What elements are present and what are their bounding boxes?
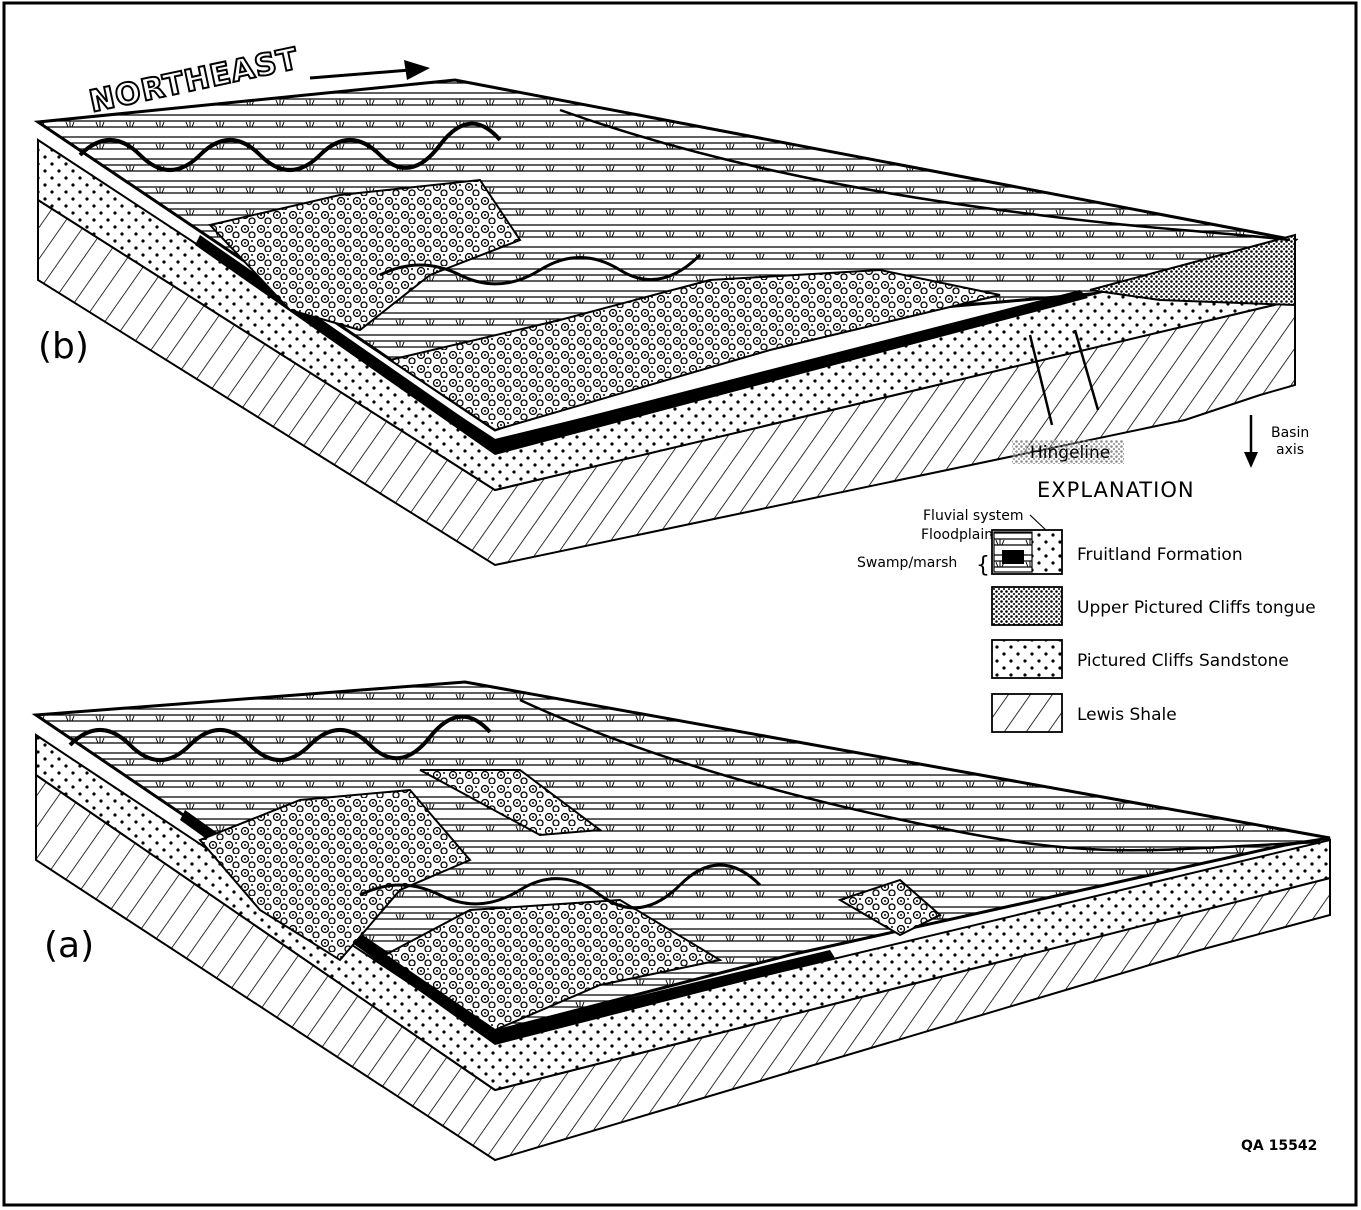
legend-item-lewis-shale: Lewis Shale bbox=[1077, 705, 1177, 725]
legend-swatch-pictured-cliffs bbox=[992, 640, 1062, 678]
legend-title: EXPLANATION bbox=[1037, 478, 1195, 502]
hingeline-label: Hingeline bbox=[1030, 443, 1110, 463]
legend-item-upper-tongue: Upper Pictured Cliffs tongue bbox=[1077, 598, 1316, 618]
basin-axis-label-line1: Basin bbox=[1271, 425, 1309, 441]
basin-axis-arrow-icon bbox=[1244, 452, 1258, 468]
panel-a-label: (a) bbox=[44, 925, 94, 966]
legend-item-pictured-cliffs: Pictured Cliffs Sandstone bbox=[1077, 651, 1289, 671]
legend-swamp-label: Swamp/marsh bbox=[857, 555, 957, 571]
legend-swatch-fruitland bbox=[992, 530, 1062, 574]
legend-swamp-brace: { bbox=[976, 553, 990, 578]
northeast-arrow-icon bbox=[404, 60, 430, 80]
basin-axis-label-line2: axis bbox=[1276, 442, 1304, 458]
legend: EXPLANATION Fluvial system Floodplain Sw… bbox=[857, 478, 1316, 732]
panel-b-label: (b) bbox=[38, 326, 89, 367]
basin-axis-indicator: Basin axis bbox=[1244, 415, 1309, 468]
block-diagram-a bbox=[36, 682, 1330, 1160]
legend-swatch-lewis-shale bbox=[992, 694, 1062, 732]
legend-item-fruitland: Fruitland Formation bbox=[1077, 545, 1243, 565]
reference-code: QA 15542 bbox=[1241, 1138, 1317, 1154]
northeast-arrow-shaft bbox=[310, 70, 410, 78]
legend-floodplain-label: Floodplain bbox=[921, 527, 993, 543]
legend-fluvial-label: Fluvial system bbox=[923, 508, 1024, 524]
legend-swatch-upper-tongue bbox=[992, 587, 1062, 625]
